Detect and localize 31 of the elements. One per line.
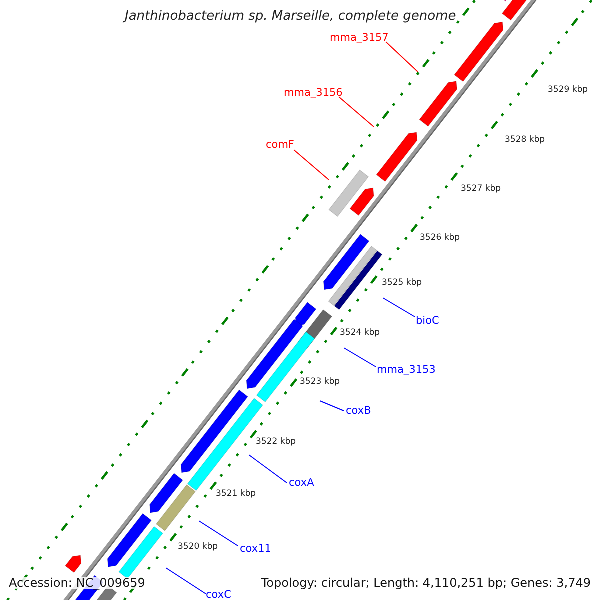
gene-label: mma_3156 xyxy=(284,88,343,98)
leader-line xyxy=(382,298,416,318)
scale-label: 3525 kbp xyxy=(382,279,422,288)
scale-label: 3522 kbp xyxy=(256,438,296,446)
map-title: Janthinobacterium sp. Marseille, complete genome xyxy=(125,10,456,23)
leader-line xyxy=(166,568,206,594)
scale-label: 3526 kbp xyxy=(420,234,460,242)
leader-line xyxy=(294,150,330,180)
gene-label: coxA xyxy=(289,478,314,488)
gene-label: bioC xyxy=(416,316,440,326)
footer-text: Accession: NC_009659 xyxy=(9,577,146,589)
scale-label: 3521 kbp xyxy=(216,490,256,498)
leader-line xyxy=(338,96,374,128)
leader-line xyxy=(344,348,376,368)
scale-label: 3529 kbp xyxy=(548,86,588,94)
gene-label: mma_3157 xyxy=(330,33,389,44)
scale-label: 3524 kbp xyxy=(340,329,380,338)
gene-label: mma_3153 xyxy=(377,365,436,376)
scale-label: 3520 kbp xyxy=(178,543,218,552)
gene-label: coxC xyxy=(206,590,232,600)
footer-text: Topology: circular; Length: 4,110,251 bp; Genes: 3,749 xyxy=(261,577,591,589)
gene-label: cox11 xyxy=(240,544,272,554)
gene-label: comF xyxy=(266,140,294,150)
leader-line xyxy=(320,400,344,412)
gene-label: coxB xyxy=(346,406,372,416)
leader-line xyxy=(386,42,418,72)
scale-label: 3527 kbp xyxy=(461,185,502,194)
scale-label: 3523 kbp xyxy=(300,378,340,386)
leader-line xyxy=(248,454,288,484)
leader-line xyxy=(198,520,238,546)
scale-label: 3528 kbp xyxy=(505,136,546,144)
